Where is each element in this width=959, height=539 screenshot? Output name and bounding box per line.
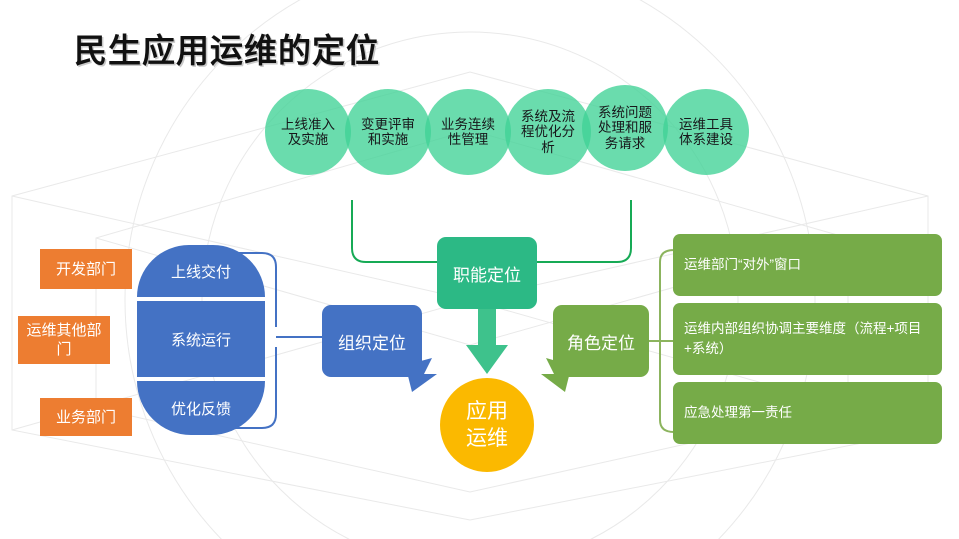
positioning-label: 组织定位 [338, 333, 406, 353]
oval-band-label: 上线交付 [170, 263, 231, 281]
process-circle-label: 系统问题处理和服务请求 [598, 104, 652, 151]
org-box-1[interactable]: 运维其他部门 [18, 316, 110, 364]
process-circle-1[interactable]: 变更评审和实施 [345, 89, 431, 175]
org-box-0[interactable]: 开发部门 [40, 249, 132, 289]
role-detail-label: 应急处理第一责任 [684, 405, 792, 420]
role-bracket-connector [649, 249, 675, 433]
role-detail-label: 运维部门“对外”窗口 [684, 257, 801, 272]
process-circle-0[interactable]: 上线准入及实施 [265, 89, 351, 175]
oval-band-label: 系统运行 [170, 331, 231, 349]
lifecycle-oval: 上线交付 系统运行 优化反馈 [137, 245, 265, 435]
role-detail-box-1[interactable]: 运维内部组织协调主要维度（流程+项目+系统） [673, 303, 942, 375]
org-box-2[interactable]: 业务部门 [40, 398, 132, 436]
oval-band-delivery[interactable]: 上线交付 [137, 245, 265, 297]
org-box-label: 运维其他部门 [26, 322, 102, 358]
oval-band-label: 优化反馈 [170, 400, 231, 418]
role-detail-box-0[interactable]: 运维部门“对外”窗口 [673, 234, 942, 296]
process-circle-row: 上线准入及实施 变更评审和实施 业务连续性管理 系统及流程优化分析 系统问题处理… [0, 0, 959, 200]
process-circle-label: 系统及流程优化分析 [521, 108, 575, 155]
organization-bracket-connector [172, 252, 322, 429]
role-detail-label: 运维内部组织协调主要维度（流程+项目+系统） [684, 321, 922, 356]
oval-band-operation[interactable]: 系统运行 [137, 301, 265, 377]
function-to-core-arrow [466, 309, 508, 374]
process-circle-3[interactable]: 系统及流程优化分析 [505, 89, 591, 175]
org-box-label: 开发部门 [55, 260, 116, 278]
positioning-label: 角色定位 [567, 333, 635, 353]
function-bracket-connector [351, 200, 632, 263]
process-circle-4[interactable]: 系统问题处理和服务请求 [582, 85, 668, 171]
positioning-box-role[interactable]: 角色定位 [553, 305, 649, 377]
process-circle-label: 业务连续性管理 [441, 116, 495, 148]
oval-band-feedback[interactable]: 优化反馈 [137, 381, 265, 435]
process-circle-label: 上线准入及实施 [281, 116, 335, 148]
core-circle-line1: 应用 [466, 400, 508, 423]
process-circle-label: 运维工具体系建设 [679, 116, 733, 148]
process-circle-2[interactable]: 业务连续性管理 [425, 89, 511, 175]
process-circle-5[interactable]: 运维工具体系建设 [663, 89, 749, 175]
core-circle-application-operations[interactable]: 应用 运维 [440, 378, 534, 472]
positioning-label: 职能定位 [453, 265, 521, 285]
core-circle-line2: 运维 [466, 427, 508, 450]
positioning-box-organization[interactable]: 组织定位 [322, 305, 422, 377]
process-circle-label: 变更评审和实施 [361, 116, 415, 148]
page-title: 民生应用运维的定位 [74, 32, 380, 69]
positioning-box-function[interactable]: 职能定位 [437, 237, 537, 309]
org-box-label: 业务部门 [55, 408, 116, 426]
role-detail-box-2[interactable]: 应急处理第一责任 [673, 382, 942, 444]
